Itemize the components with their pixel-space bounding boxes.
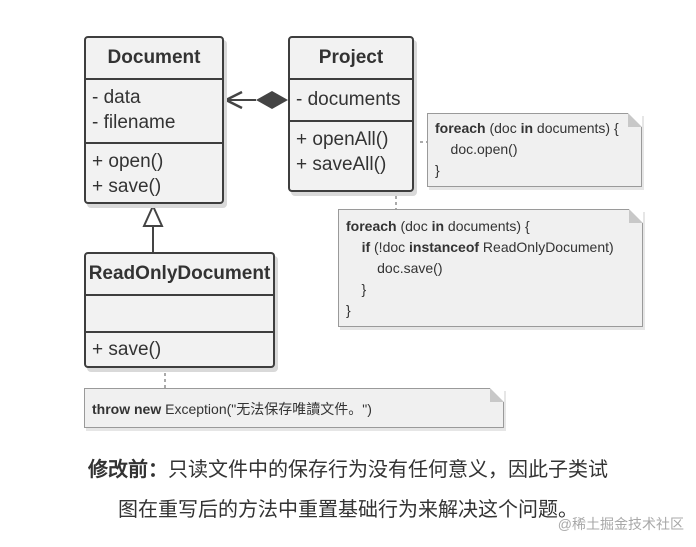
note-line: foreach (doc in documents) { <box>435 118 641 139</box>
document-method-save: + save() <box>92 176 162 197</box>
code-text: (!doc <box>370 239 410 255</box>
document-fields: - data - filename <box>86 78 222 142</box>
caption-label: 修改前： <box>88 459 168 481</box>
document-method-open: + open() <box>92 151 164 172</box>
code-text: documents) { <box>533 120 619 136</box>
keyword: foreach <box>346 218 397 234</box>
project-field-documents: - documents <box>296 89 401 110</box>
note-line: foreach (doc in documents) { <box>346 216 642 237</box>
document-field-filename: - filename <box>92 112 176 133</box>
saveall-note: foreach (doc in documents) { if (!doc in… <box>338 209 643 327</box>
keyword: throw <box>92 401 131 417</box>
project-fields: - documents <box>290 78 412 120</box>
project-class-name: Project <box>318 47 384 68</box>
project-method-openall: + openAll() <box>296 129 389 150</box>
caption-text-2: 图在重写后的方法中重置基础行为来解决这个问题。 <box>118 499 578 521</box>
readonly-document-fields <box>86 294 273 331</box>
code-text: documents) { <box>444 218 530 234</box>
note-line: } <box>435 162 440 178</box>
code-text: (doc <box>485 120 521 136</box>
document-field-data: - data <box>92 87 141 108</box>
keyword: in <box>431 218 445 234</box>
readonly-document-methods: + save() <box>86 331 273 362</box>
keyword: in <box>520 120 534 136</box>
keyword: foreach <box>435 120 486 136</box>
note-line: } <box>346 281 367 297</box>
note-fold-corner <box>628 113 642 127</box>
caption-line-2: 图在重写后的方法中重置基础行为来解决这个问题。 <box>0 490 696 530</box>
keyword: if <box>361 239 371 255</box>
code-indent <box>346 239 362 255</box>
openall-note: foreach (doc in documents) { doc.open() … <box>427 113 642 187</box>
note-line: } <box>346 302 351 318</box>
project-methods: + openAll() + saveAll() <box>290 120 412 177</box>
note-line: if (!doc instanceof ReadOnlyDocument) <box>346 237 642 258</box>
project-class: Project - documents + openAll() + saveAl… <box>288 36 414 192</box>
note-line: throw new Exception("无法保存唯讀文件。") <box>92 399 503 420</box>
document-class-name: Document <box>107 47 201 68</box>
note-line: doc.open() <box>435 141 518 157</box>
note-fold-corner <box>629 209 643 223</box>
aggregation-arrowhead <box>223 90 243 110</box>
note-line: doc.save() <box>346 260 443 276</box>
keyword: instanceof <box>409 239 480 255</box>
readonly-document-class-name: ReadOnlyDocument <box>88 263 271 284</box>
aggregation-diamond <box>256 91 288 109</box>
note-fold-corner <box>490 388 504 402</box>
keyword: new <box>134 401 162 417</box>
code-text: Exception("无法保存唯讀文件。") <box>161 401 372 417</box>
inheritance-triangle <box>142 203 164 227</box>
readonly-document-class: ReadOnlyDocument + save() <box>84 252 275 368</box>
readonly-document-method-save: + save() <box>92 339 162 360</box>
project-method-saveall: + saveAll() <box>296 154 387 175</box>
caption-text-1: 只读文件中的保存行为没有任何意义，因此子类试 <box>168 459 608 481</box>
caption-line-1: 修改前：只读文件中的保存行为没有任何意义，因此子类试 <box>0 450 696 490</box>
document-methods: + open() + save() <box>86 142 222 199</box>
code-text: (doc <box>396 218 432 234</box>
code-text: ReadOnlyDocument) <box>479 239 614 255</box>
watermark: @稀土掘金技术社区 <box>557 516 684 532</box>
throw-note: throw new Exception("无法保存唯讀文件。") <box>84 388 504 428</box>
document-class: Document - data - filename + open() + sa… <box>84 36 224 204</box>
